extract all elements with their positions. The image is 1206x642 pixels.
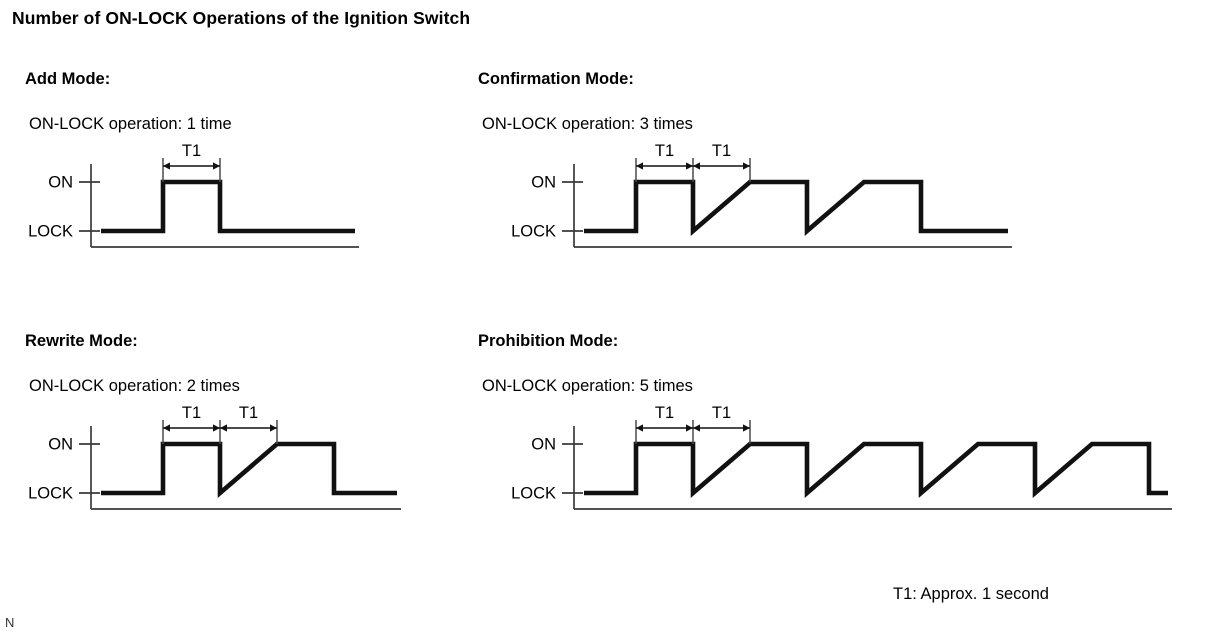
level-label-on: ON (531, 435, 556, 453)
t1-arrowhead-left (636, 162, 643, 170)
signal-trace (584, 179, 1008, 237)
stray-mark: N (5, 615, 15, 630)
t1-arrowhead-left (693, 162, 700, 170)
waveform-rewrite: ON LOCK T1 T1 (25, 404, 421, 523)
panel-operations-confirmation: ON-LOCK operation: 3 times (482, 115, 693, 133)
t1-label: T1 (655, 142, 674, 160)
t1-arrowhead-left (636, 424, 643, 432)
t1-arrowhead-left (693, 424, 700, 432)
t1-arrowhead-right (213, 424, 220, 432)
panel-title-add: Add Mode: (25, 70, 111, 88)
level-label-lock: LOCK (511, 222, 556, 240)
panel-title-rewrite: Rewrite Mode: (25, 332, 138, 350)
level-label-on: ON (48, 173, 73, 191)
t1-label: T1 (182, 404, 201, 422)
t1-arrowhead-left (163, 424, 170, 432)
level-label-lock: LOCK (28, 484, 73, 502)
waveform-confirmation: ON LOCK T1 T1 (478, 142, 1032, 261)
t1-label: T1 (182, 142, 201, 160)
signal-trace (101, 441, 397, 499)
level-label-lock: LOCK (511, 484, 556, 502)
page-title: Number of ON-LOCK Operations of the Igni… (12, 8, 471, 28)
level-label-on: ON (48, 435, 73, 453)
footnote-t1: T1: Approx. 1 second (893, 585, 1049, 603)
waveform-prohibition: ON LOCK T1 T1 (478, 404, 1192, 523)
t1-arrowhead-right (686, 424, 693, 432)
waveform-add: ON LOCK T1 (25, 142, 379, 261)
level-label-lock: LOCK (28, 222, 73, 240)
panel-operations-rewrite: ON-LOCK operation: 2 times (29, 377, 240, 395)
panel-title-confirmation: Confirmation Mode: (478, 70, 634, 88)
t1-arrowhead-left (163, 162, 170, 170)
t1-label: T1 (712, 404, 731, 422)
level-label-on: ON (531, 173, 556, 191)
t1-label: T1 (239, 404, 258, 422)
t1-arrowhead-right (743, 162, 750, 170)
t1-arrowhead-right (213, 162, 220, 170)
t1-arrowhead-right (270, 424, 277, 432)
t1-arrowhead-right (686, 162, 693, 170)
t1-label: T1 (655, 404, 674, 422)
signal-trace (584, 441, 1168, 499)
panel-title-prohibition: Prohibition Mode: (478, 332, 619, 350)
t1-arrowhead-left (220, 424, 227, 432)
panel-operations-prohibition: ON-LOCK operation: 5 times (482, 377, 693, 395)
t1-label: T1 (712, 142, 731, 160)
signal-trace (101, 179, 355, 234)
panel-operations-add: ON-LOCK operation: 1 time (29, 115, 232, 133)
t1-arrowhead-right (743, 424, 750, 432)
